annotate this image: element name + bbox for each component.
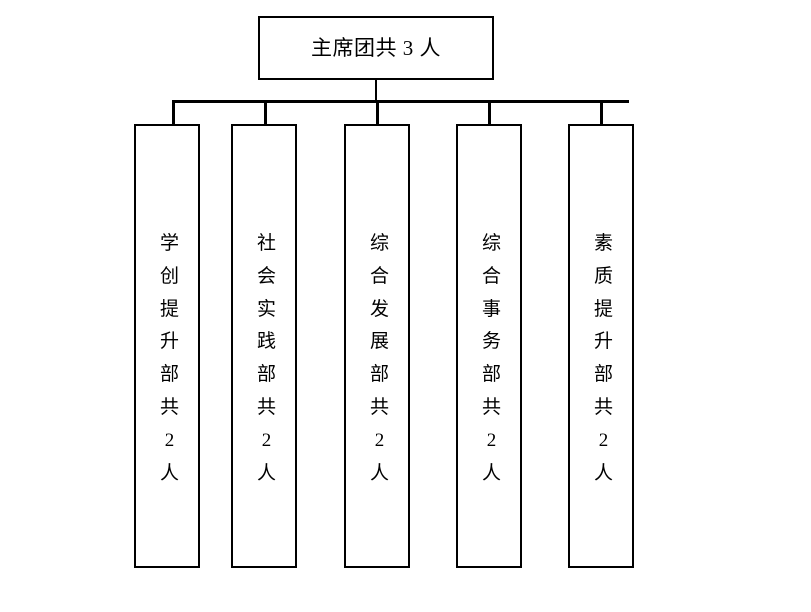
org-node-dept-5[interactable]: 素 质 提 升 部 共 2 人 — [568, 124, 634, 568]
org-node-dept-4[interactable]: 综 合 事 务 部 共 2 人 — [456, 124, 522, 568]
connector-branch-drop-4 — [488, 100, 491, 125]
org-node-root[interactable]: 主席团共 3 人 — [258, 16, 494, 80]
org-node-dept-3[interactable]: 综 合 发 展 部 共 2 人 — [344, 124, 410, 568]
org-node-dept-1[interactable]: 学 创 提 升 部 共 2 人 — [134, 124, 200, 568]
connector-horizontal-bus — [172, 100, 629, 103]
org-node-dept-5-label: 素 质 提 升 部 共 2 人 — [593, 233, 613, 484]
connector-branch-drop-3 — [376, 100, 379, 125]
org-node-root-label: 主席团共 3 人 — [311, 35, 441, 60]
connector-branch-drop-2 — [264, 100, 267, 125]
connector-branch-drop-5 — [600, 100, 603, 125]
connector-branch-drop-1 — [172, 100, 175, 125]
org-node-dept-2[interactable]: 社 会 实 践 部 共 2 人 — [231, 124, 297, 568]
org-node-dept-2-label: 社 会 实 践 部 共 2 人 — [256, 233, 276, 484]
org-node-dept-1-label: 学 创 提 升 部 共 2 人 — [159, 233, 179, 484]
org-node-dept-3-label: 综 合 发 展 部 共 2 人 — [369, 233, 389, 484]
org-node-dept-4-label: 综 合 事 务 部 共 2 人 — [481, 233, 501, 484]
connector-trunk-drop — [375, 79, 377, 102]
